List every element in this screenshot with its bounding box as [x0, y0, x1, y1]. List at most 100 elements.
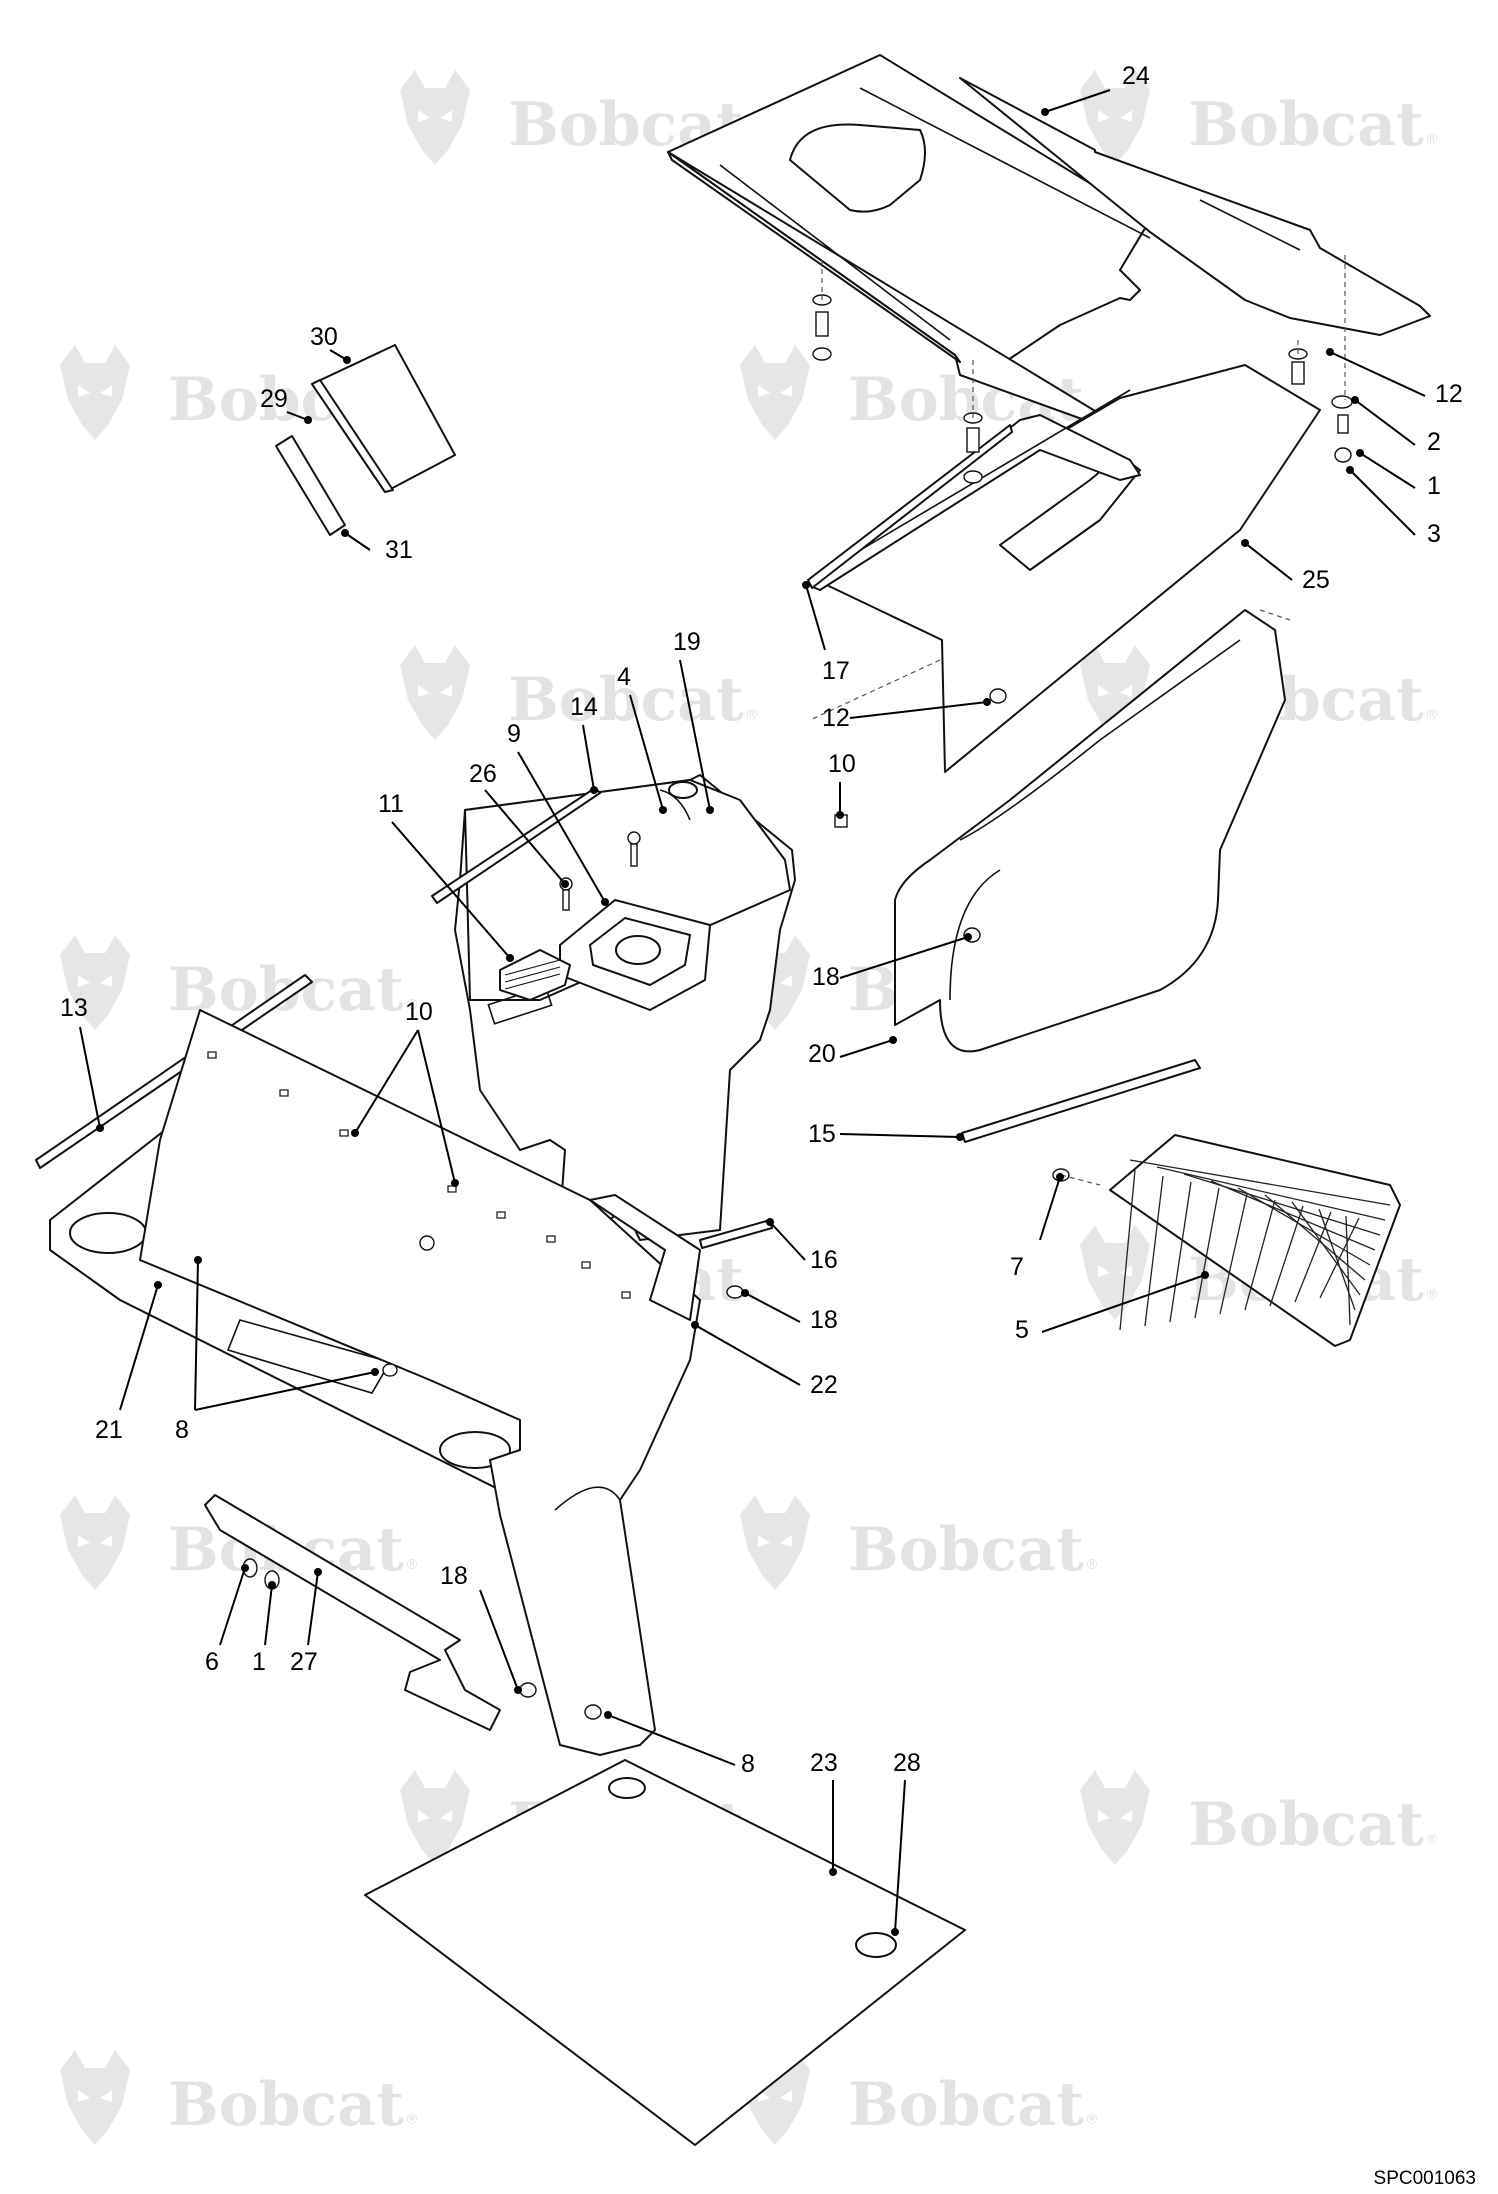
leader-line — [582, 724, 595, 791]
part-30-box — [311, 344, 456, 493]
leader-line — [344, 532, 371, 551]
leader-dot — [268, 1581, 276, 1589]
leader-dot — [836, 811, 844, 819]
watermark: Bobcat® — [400, 645, 759, 740]
leader-line — [629, 694, 664, 811]
leader-dot — [601, 898, 609, 906]
callout-label: 2 — [1427, 428, 1441, 456]
part-14-strip — [431, 787, 601, 904]
callout-label: 12 — [1435, 380, 1463, 408]
callout-c12b: 12 — [822, 698, 991, 732]
watermark-registered: ® — [405, 2112, 419, 2128]
callout-c14: 14 — [570, 693, 598, 794]
callout-c29: 29 — [260, 385, 312, 424]
part-23-floor-mat — [364, 1759, 966, 2146]
callout-label: 27 — [290, 1648, 318, 1676]
leader-dot — [506, 954, 514, 962]
part-17-strip — [807, 424, 1013, 589]
watermark-registered: ® — [1425, 1287, 1439, 1303]
bobcat-logo-icon — [60, 345, 130, 440]
watermark-registered: ® — [1085, 2112, 1099, 2128]
callout-label: 8 — [175, 1416, 189, 1444]
callout-c18a: 18 — [812, 933, 972, 991]
leader-dot — [691, 1321, 699, 1329]
callout-label: 21 — [95, 1416, 123, 1444]
leader-line — [1354, 399, 1416, 446]
callout-label: 22 — [810, 1371, 838, 1399]
part-31-handle — [275, 435, 346, 536]
callout-c17: 17 — [802, 581, 850, 685]
leader-line — [679, 659, 711, 811]
callout-label: 7 — [1010, 1253, 1024, 1281]
callout-label: 15 — [808, 1120, 836, 1148]
callout-c19: 19 — [673, 628, 714, 814]
part-25-side-panel — [807, 364, 1321, 773]
watermark-registered: ® — [405, 997, 419, 1013]
callout-c28: 28 — [891, 1749, 921, 1936]
leader-line — [194, 1371, 376, 1411]
leader-line — [805, 584, 826, 651]
bobcat-logo-icon — [60, 2050, 130, 2145]
callout-label: 9 — [507, 720, 521, 748]
leader-dot — [604, 1711, 612, 1719]
callout-label: 10 — [405, 998, 433, 1026]
callout-label: 5 — [1015, 1316, 1029, 1344]
callout-c10b: 10 — [351, 998, 459, 1187]
callout-c1a: 1 — [1356, 449, 1441, 500]
leader-line — [1244, 542, 1293, 581]
leader-dot — [766, 1218, 774, 1226]
watermark-registered: ® — [405, 1557, 419, 1573]
callout-c18c: 18 — [440, 1562, 522, 1694]
leader-dot — [1201, 1271, 1209, 1279]
watermark-text: Bobcat — [848, 2070, 1084, 2140]
callout-c15: 15 — [808, 1120, 964, 1148]
leader-dot — [351, 1129, 359, 1137]
watermark-registered: ® — [745, 707, 759, 723]
fasteners — [242, 294, 1353, 1720]
leader-line — [744, 1292, 801, 1323]
callout-label: 26 — [469, 760, 497, 788]
leader-line — [194, 1259, 199, 1411]
callout-label: 10 — [828, 750, 856, 778]
leader-line — [479, 1589, 519, 1691]
callout-label: 20 — [808, 1040, 836, 1068]
callout-c18b: 18 — [741, 1289, 838, 1334]
leader-line — [1039, 1176, 1061, 1241]
alignment-lines — [809, 255, 1346, 1186]
bobcat-logo-icon — [400, 70, 470, 165]
leader-dot — [514, 1686, 522, 1694]
watermark-text: Bobcat — [1188, 1790, 1424, 1860]
leader-dot — [590, 786, 598, 794]
callout-label: 3 — [1427, 520, 1441, 548]
leader-line — [517, 751, 606, 903]
leader-dot — [241, 1564, 249, 1572]
watermark: Bobcat® — [740, 2050, 1099, 2145]
callout-label: 31 — [385, 536, 413, 564]
callout-label: 14 — [570, 693, 598, 721]
callout-c30: 30 — [310, 323, 351, 364]
leader-dot — [1351, 396, 1359, 404]
leader-line — [1041, 1274, 1206, 1333]
watermark: Bobcat® — [740, 1495, 1099, 1590]
callout-label: 30 — [310, 323, 338, 351]
leader-line — [484, 789, 566, 885]
watermark: Bobcat® — [1080, 1770, 1439, 1865]
watermark-registered: ® — [1425, 1832, 1439, 1848]
bobcat-logo-icon — [1080, 1225, 1150, 1320]
watermark-text: Bobcat — [168, 2070, 404, 2140]
callout-c24: 24 — [1041, 62, 1150, 116]
leader-line — [1359, 452, 1416, 489]
callout-label: 25 — [1302, 566, 1330, 594]
leader-line — [1329, 351, 1426, 397]
bobcat-logo-icon — [60, 1495, 130, 1590]
callout-c22: 22 — [691, 1321, 838, 1399]
leader-dot — [304, 416, 312, 424]
bobcat-logo-icon — [740, 345, 810, 440]
leader-dot — [194, 1256, 202, 1264]
leader-line — [607, 1714, 736, 1766]
callout-c5: 5 — [1015, 1271, 1209, 1344]
leader-dot — [1241, 539, 1249, 547]
leader-line — [839, 1133, 961, 1138]
callout-c6: 6 — [205, 1564, 249, 1676]
callout-label: 17 — [822, 657, 850, 685]
